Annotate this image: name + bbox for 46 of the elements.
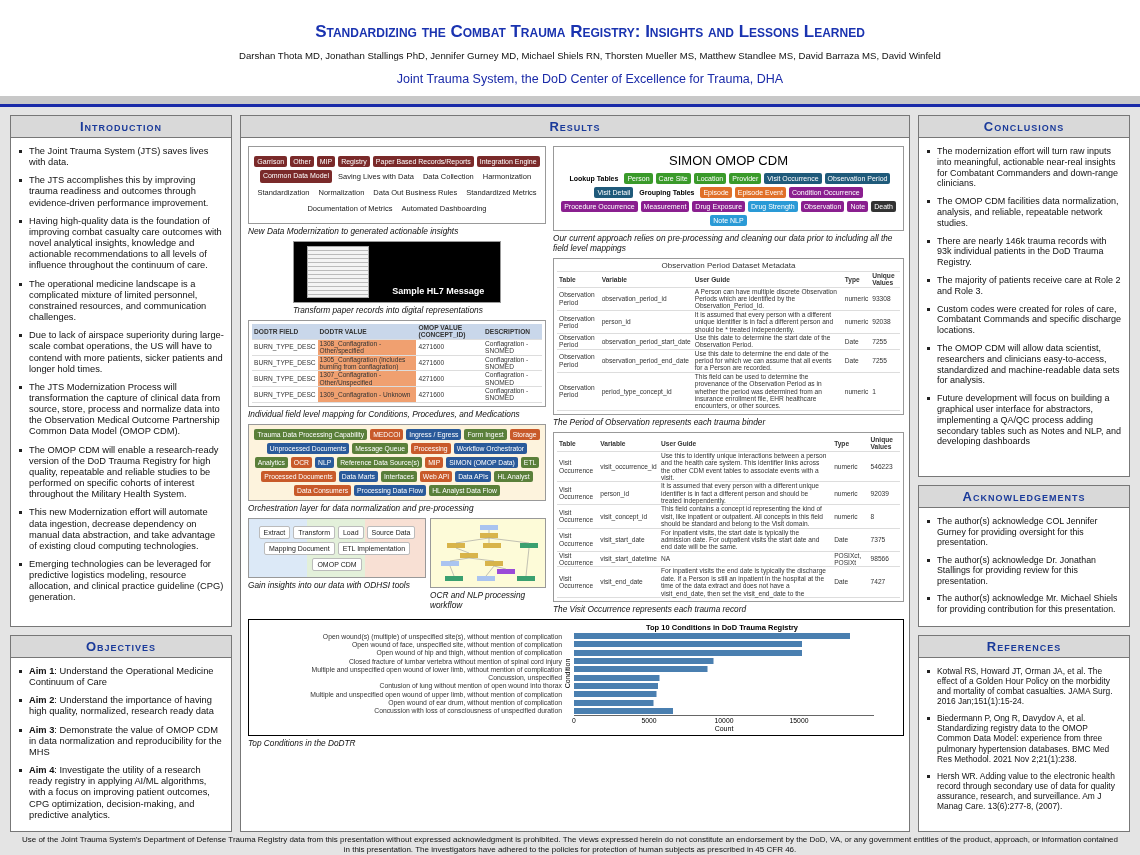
section-heading: Acknowledgements bbox=[919, 486, 1129, 508]
section-heading: Results bbox=[241, 116, 909, 138]
bullet-text: Future development will focus on building a graphical user interface for abstractors, implementing a QA/QC process adding secondary tables such as Notes and NLP, and developing dashboards bbox=[926, 393, 1122, 448]
bullet-text: Custom codes were created for roles of care, Combatant Commands and specific discharge locations. bbox=[926, 303, 1122, 336]
figure-caption: Gain insights into our data with ODHSI tools bbox=[248, 580, 411, 590]
disclaimer-text: Use of the Joint Trauma System's Department of Defense Trauma Registry data from this presentation without expressed acknowledgment is prohibited. The views expressed herein do not constitute an endorsement by the DoD, VA, or any government entities of the product, approach, or information contained in this presentation. The investigators have adhered to the policies for protection of human subjects as prescribed in 45 CFR 46. bbox=[20, 835, 1119, 855]
section-panel bbox=[10, 635, 232, 832]
diagram-figure bbox=[553, 146, 904, 231]
bullet-text: Emerging technologies can be leveraged for predictive logistics modeling, resource allocation, and clinical practice guideline (CPG) generation. bbox=[18, 559, 224, 604]
bar-chart bbox=[248, 619, 904, 736]
figure-caption: Transform paper records into digital representations bbox=[293, 305, 484, 315]
figure-caption: Orchestration layer for data normalization and pre-processing bbox=[248, 503, 475, 513]
section-heading: Introduction bbox=[11, 116, 231, 138]
section-heading: Objectives bbox=[11, 636, 231, 658]
figure-caption: Top Conditions in the DoDTR bbox=[248, 737, 357, 748]
bullet-text: The majority of patients receive care at Role 2 and Role 3. bbox=[926, 274, 1122, 297]
diagram-figure bbox=[248, 146, 546, 224]
section-heading: Conclusions bbox=[919, 116, 1129, 138]
poster-title: Standardizing the Combat Trauma Registry: Insights and Lessons Learned bbox=[314, 22, 866, 42]
bullet-text: Due to lack of airspace superiority during large-scale combat operations, the US will have to contend with more patients, sicker patients and longer hold times. bbox=[18, 330, 224, 375]
section-panel bbox=[918, 635, 1130, 832]
affiliation: Joint Trauma System, the DoD Center of Excellence for Trauma, DHA bbox=[395, 72, 785, 86]
figure-caption: New Data Modernization to generated actionable insights bbox=[248, 226, 460, 236]
bullet-text: The OMOP CDM will allow data scientist, researchers and clinicians easy-to-access, standardized and machine-readable data sets for analysis. bbox=[926, 342, 1122, 387]
data-table bbox=[553, 432, 904, 602]
table-title: Observation Period Dataset Metadata bbox=[557, 262, 900, 272]
figure-caption: Individual field level mapping for Conditions, Procedures, and Medications bbox=[248, 408, 521, 419]
diagram-figure bbox=[248, 518, 426, 578]
workflow-drawing bbox=[430, 518, 546, 588]
data-table bbox=[248, 320, 546, 407]
author-list: Darshan Thota MD, Jonathan Stallings PhD, Jennifer Gurney MD, Michael Shiels RN, Thorsten Mueller MS, Matthew Standlee MS, David Barraza MS, David Winfeld bbox=[180, 50, 1000, 61]
section-panel bbox=[918, 485, 1130, 627]
section-panel bbox=[10, 115, 232, 627]
section-panel bbox=[240, 115, 910, 832]
figure-caption: The Period of Observation represents each trauma binder bbox=[553, 416, 767, 427]
hl7-figure bbox=[293, 241, 501, 303]
diagram-figure bbox=[248, 424, 546, 501]
section-panel bbox=[918, 115, 1130, 477]
diagram-label: Sample HL7 Message bbox=[391, 285, 486, 298]
figure-caption: Our current approach relies on pre-processing and cleaning our data prior to including all the field level mappings bbox=[553, 233, 894, 253]
data-table bbox=[553, 258, 904, 415]
diagram-label: SIMON OMOP CDM bbox=[668, 152, 789, 170]
figure-caption: The Visit Occurrence represents each trauma record bbox=[553, 603, 748, 614]
bullet-text: Having high-quality data is the foundation of improving combat casualty care outcomes with novel analytical insights, knowledge and actionable recommendations to all levels of influence throughout the continuum of care. bbox=[18, 215, 224, 272]
section-heading: References bbox=[919, 636, 1129, 658]
figure-caption: OCR and NLP processing workflow bbox=[430, 590, 527, 610]
